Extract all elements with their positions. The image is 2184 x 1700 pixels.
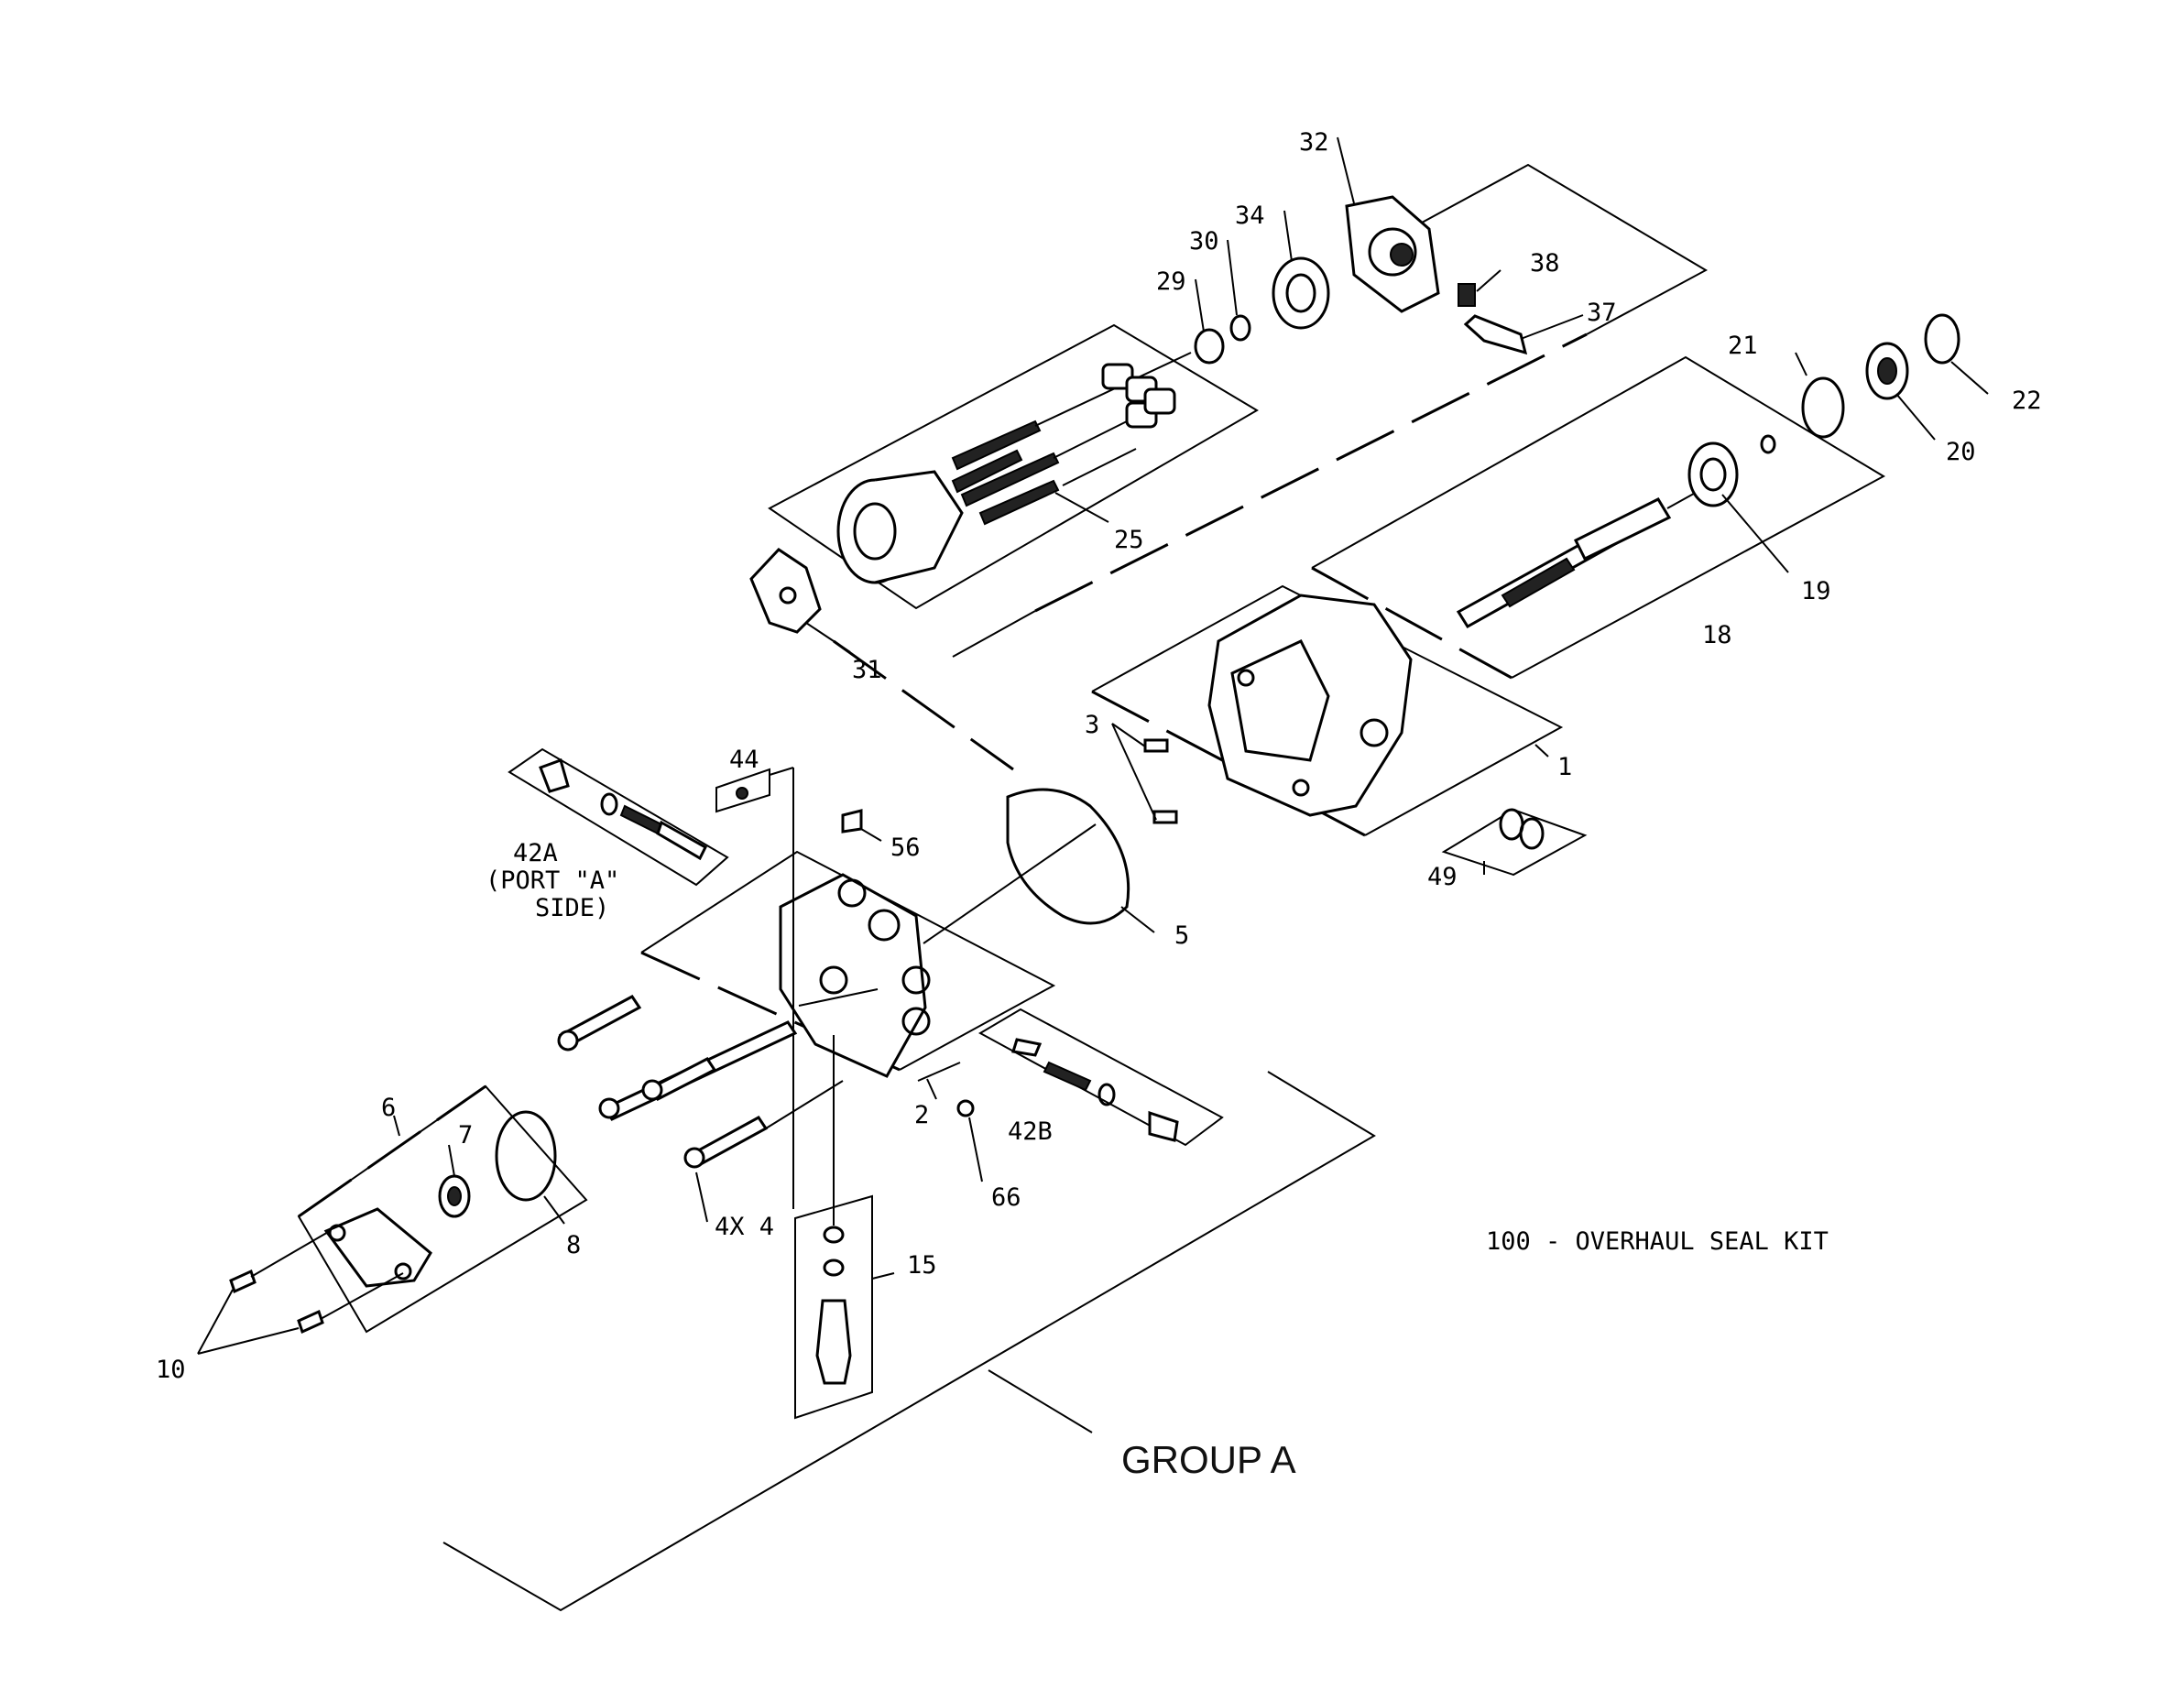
label-6: 6 — [381, 1094, 396, 1122]
part-19-bearing — [1687, 441, 1789, 573]
part-4-bolts — [557, 995, 844, 1223]
group-a-bracket — [442, 1071, 1376, 1612]
label-32: 32 — [1299, 128, 1329, 157]
label-44: 44 — [729, 746, 759, 774]
label-42a-line1: 42A — [513, 839, 558, 867]
part-10-screws — [197, 1230, 404, 1355]
part-25-rotating-group — [836, 352, 1192, 584]
label-7: 7 — [458, 1121, 473, 1150]
label-66: 66 — [991, 1183, 1021, 1212]
bracket-part-15 — [794, 1035, 895, 1420]
bracket-part-6 — [297, 1084, 588, 1334]
label-42b: 42B — [1008, 1117, 1053, 1146]
label-3: 3 — [1085, 711, 1099, 739]
label-56: 56 — [890, 834, 921, 862]
label-21: 21 — [1728, 332, 1758, 360]
label-15: 15 — [907, 1251, 937, 1280]
label-10: 10 — [156, 1356, 186, 1384]
small-ring — [1760, 434, 1776, 454]
dash-31-to-5 — [833, 639, 1014, 771]
bracket-part-42a — [508, 747, 729, 887]
label-25: 25 — [1114, 526, 1144, 554]
label-1: 1 — [1557, 753, 1572, 781]
part-22-snap-ring — [1924, 313, 1989, 395]
label-4: 4X 4 — [715, 1213, 774, 1241]
part-29-bearing — [1194, 278, 1225, 365]
part-20-bearing — [1865, 342, 1936, 441]
label-20: 20 — [1946, 438, 1976, 466]
bracket-part-42b — [977, 1008, 1224, 1147]
label-37: 37 — [1587, 299, 1617, 327]
part-18-shaft — [1456, 489, 1701, 629]
label-5: 5 — [1174, 921, 1189, 950]
label-19: 19 — [1801, 577, 1831, 605]
part-8-oring — [495, 1110, 565, 1225]
part-34-seal — [1272, 210, 1330, 330]
part-44-plug — [715, 767, 794, 1209]
part-31-plate — [749, 548, 851, 653]
label-42a-line3: SIDE) — [535, 894, 609, 922]
label-31: 31 — [852, 656, 882, 684]
label-8: 8 — [566, 1231, 581, 1259]
label-42a-line2: (PORT "A" — [486, 866, 619, 895]
group-a-label: GROUP A — [1121, 1438, 1296, 1481]
part-7-poppet — [438, 1144, 471, 1218]
label-49: 49 — [1427, 863, 1458, 891]
bracket-part-25 — [768, 323, 1259, 610]
part-66-plug — [917, 1062, 983, 1182]
label-30: 30 — [1189, 227, 1219, 256]
bracket-part-49 — [1441, 808, 1588, 877]
part-30-ring — [1227, 239, 1251, 342]
part-32-cover — [1337, 136, 1440, 313]
label-22: 22 — [2012, 387, 2042, 415]
part-1-housing — [1207, 594, 1549, 817]
part-labels: 32 34 30 29 38 37 21 22 20 25 19 18 31 3… — [156, 128, 2042, 1384]
endcap-body — [779, 823, 1097, 1078]
part-3-pins — [1111, 723, 1178, 824]
part-56-plug — [841, 809, 882, 842]
label-2: 2 — [914, 1101, 929, 1129]
bracket-endcap — [640, 850, 1056, 1072]
label-29: 29 — [1156, 267, 1186, 296]
bracket-upper-right — [952, 163, 1709, 658]
label-18: 18 — [1702, 621, 1732, 649]
part-21-oring — [1795, 352, 1845, 439]
kit-note: 100 - OVERHAUL SEAL KIT — [1486, 1227, 1829, 1256]
label-38: 38 — [1530, 249, 1560, 278]
label-34: 34 — [1235, 202, 1265, 230]
bracket-part-18 — [1311, 355, 1886, 680]
part-5-gasket — [1006, 788, 1155, 933]
part-38-block — [1458, 269, 1502, 307]
part-37-shaft — [1463, 314, 1584, 355]
